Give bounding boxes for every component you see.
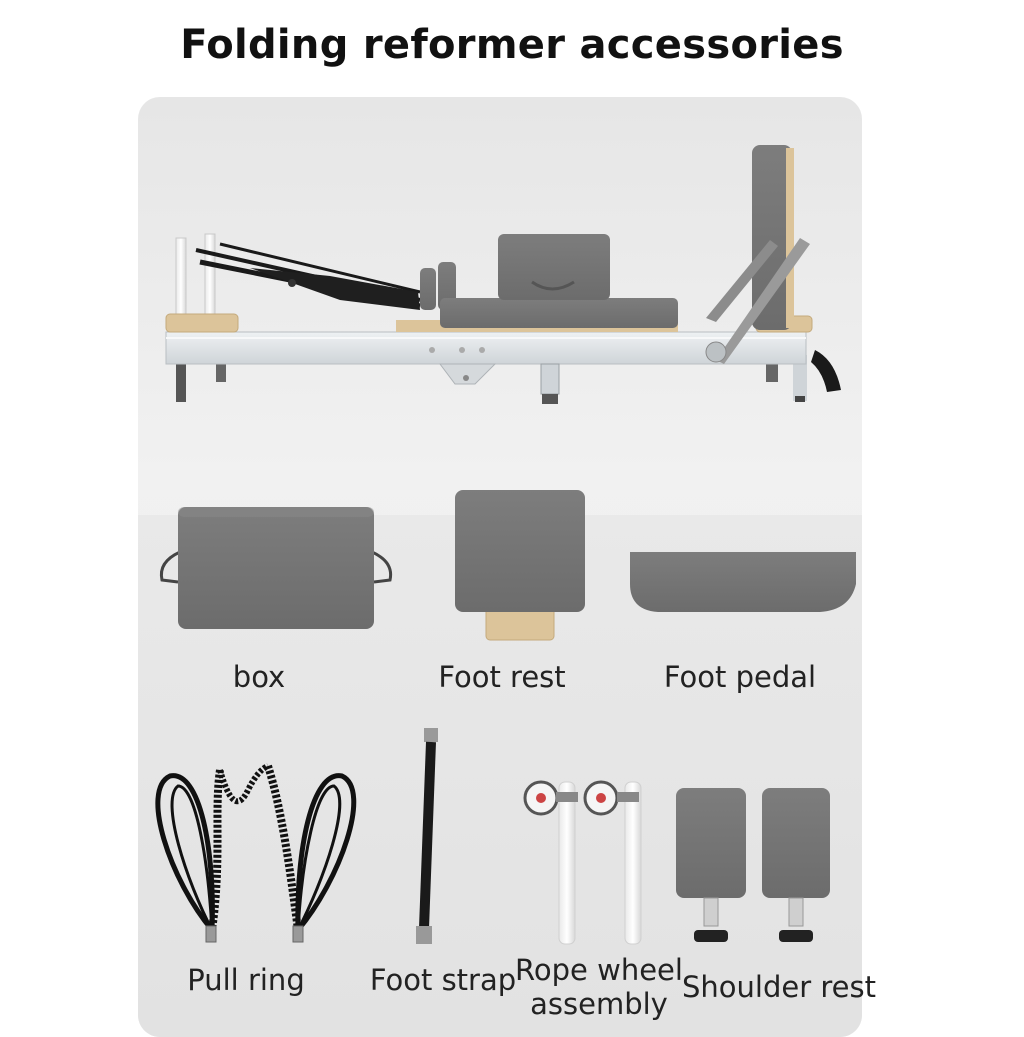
rope-wheel-icon xyxy=(523,780,642,945)
reformer-machine-icon xyxy=(165,145,841,404)
label-pull-ring: Pull ring xyxy=(187,963,305,997)
box-accessory-icon xyxy=(159,507,393,629)
page-title: Folding reformer accessories xyxy=(180,22,844,68)
shoulder-rest-icon xyxy=(676,788,830,942)
label-box: box xyxy=(232,660,286,694)
foot-pedal-icon xyxy=(630,552,856,612)
label-foot-rest: Foot rest xyxy=(438,660,566,694)
foot-strap-icon xyxy=(416,728,438,944)
foot-rest-icon xyxy=(455,490,585,641)
label-foot-strap: Foot strap xyxy=(369,963,517,997)
label-shoulder-rest: Shoulder rest xyxy=(682,970,876,1004)
pull-ring-icon xyxy=(155,763,357,943)
label-foot-pedal: Foot pedal xyxy=(663,660,817,694)
label-rope-wheel-assembly: Rope wheel assembly xyxy=(515,953,683,1021)
